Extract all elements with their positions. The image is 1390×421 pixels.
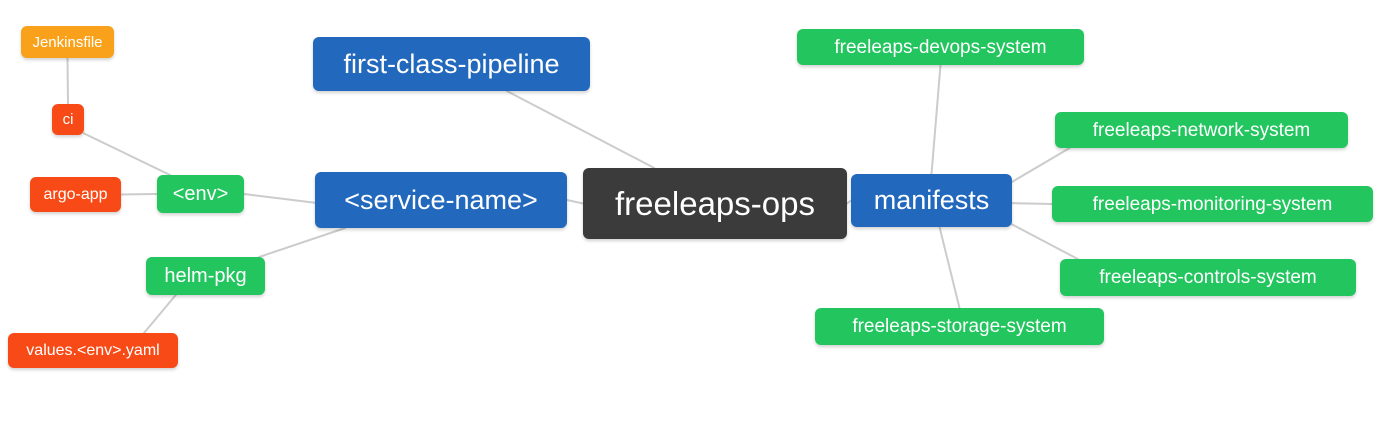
mindmap-node-manifests[interactable]: manifests xyxy=(851,174,1012,227)
mindmap-node-devops-system[interactable]: freeleaps-devops-system xyxy=(797,29,1084,65)
mindmap-node-helm-pkg[interactable]: helm-pkg xyxy=(146,257,265,295)
edge-service-name-to-helm-pkg xyxy=(258,227,347,258)
mindmap-node-ci[interactable]: ci xyxy=(52,104,84,135)
edge-jenkinsfile-to-ci xyxy=(66,57,69,105)
edge-argo-app-to-env xyxy=(120,193,158,196)
edge-manifests-to-storage-system xyxy=(938,226,961,309)
edge-helm-pkg-to-values-env-yaml xyxy=(143,294,177,334)
edge-manifests-to-devops-system xyxy=(930,64,942,175)
mindmap-node-controls-system[interactable]: freeleaps-controls-system xyxy=(1060,259,1356,296)
mindmap-node-storage-system[interactable]: freeleaps-storage-system xyxy=(815,308,1104,345)
edge-manifests-to-monitoring-system xyxy=(1011,202,1053,205)
mindmap-node-values-env-yaml[interactable]: values.<env>.yaml xyxy=(8,333,178,368)
mindmap-node-freeleaps-ops[interactable]: freeleaps-ops xyxy=(583,168,847,239)
mindmap-node-monitoring-system[interactable]: freeleaps-monitoring-system xyxy=(1052,186,1373,222)
edge-ci-to-env xyxy=(83,132,172,176)
edge-manifests-to-network-system xyxy=(1011,147,1071,183)
edge-freeleaps-ops-to-manifests xyxy=(846,199,852,205)
mindmap-node-service-name[interactable]: <service-name> xyxy=(315,172,567,228)
edge-service-name-to-freeleaps-ops xyxy=(566,199,584,205)
mindmap-node-first-class-pipeline[interactable]: first-class-pipeline xyxy=(313,37,590,91)
edge-env-to-service-name xyxy=(243,193,316,204)
mindmap-node-argo-app[interactable]: argo-app xyxy=(30,177,121,212)
mindmap-node-env[interactable]: <env> xyxy=(157,175,244,213)
mindmap-node-network-system[interactable]: freeleaps-network-system xyxy=(1055,112,1348,148)
mindmap-node-jenkinsfile[interactable]: Jenkinsfile xyxy=(21,26,114,58)
edge-manifests-to-controls-system xyxy=(1011,223,1079,260)
edge-first-class-pipeline-to-freeleaps-ops xyxy=(505,90,656,169)
